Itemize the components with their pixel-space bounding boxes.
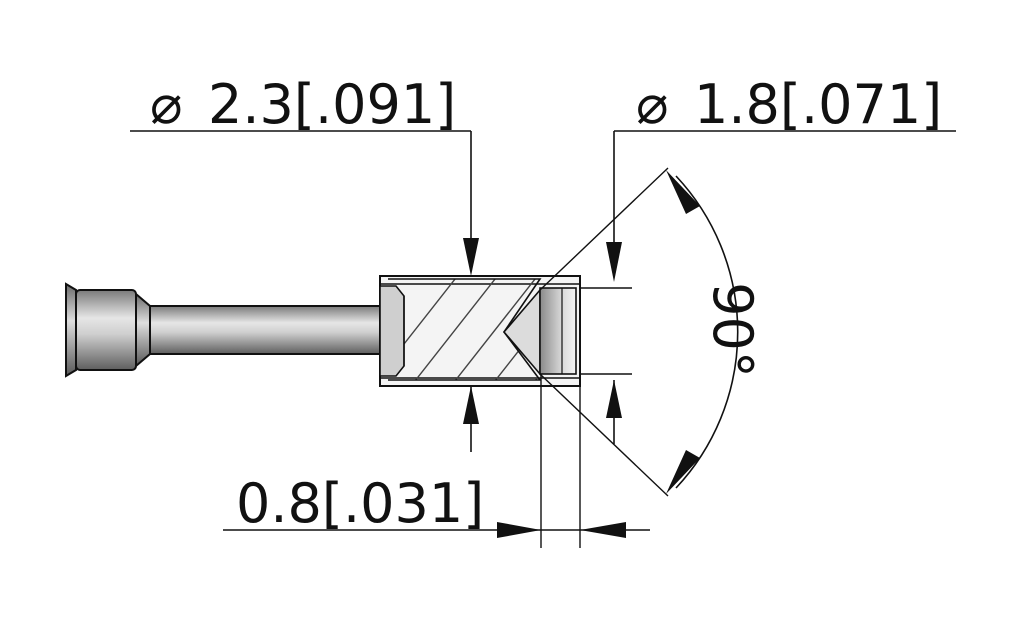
dim-chamfer-angle: 90° [539,167,764,497]
dim-wall-depth: 0.8[.031] [223,374,650,548]
pin-neck [135,291,151,369]
arrow-up [463,386,479,424]
arrow-arc-bottom [666,450,700,494]
arrow-down [463,238,479,276]
dim-outer-diameter: ⌀ 2.3[.091] [130,73,479,452]
sleeve-section [379,275,581,387]
pin-end-in-sleeve [379,285,405,377]
pin-shaft [149,305,389,355]
dim-outer-diameter-symbol: ⌀ [150,73,183,136]
arrow-up [606,380,622,418]
dim-chamfer-angle-label: 90° [701,282,764,378]
arrow-left [580,522,626,538]
pin-body [65,282,389,378]
dim-outer-diameter-label: 2.3[.091] [208,73,456,136]
angle-arc [675,175,739,489]
arrow-down [606,242,622,282]
pin-head [75,289,137,371]
bore-cylinder [539,287,577,375]
arrow-right [497,522,541,538]
dim-inner-diameter-symbol: ⌀ [636,73,669,136]
dim-wall-depth-label: 0.8[.031] [236,472,484,535]
pin-head-flare [65,282,77,378]
dim-inner-diameter: ⌀ 1.8[.071] [580,73,956,444]
arrow-arc-top [666,170,700,214]
dim-inner-diameter-label: 1.8[.071] [694,73,942,136]
